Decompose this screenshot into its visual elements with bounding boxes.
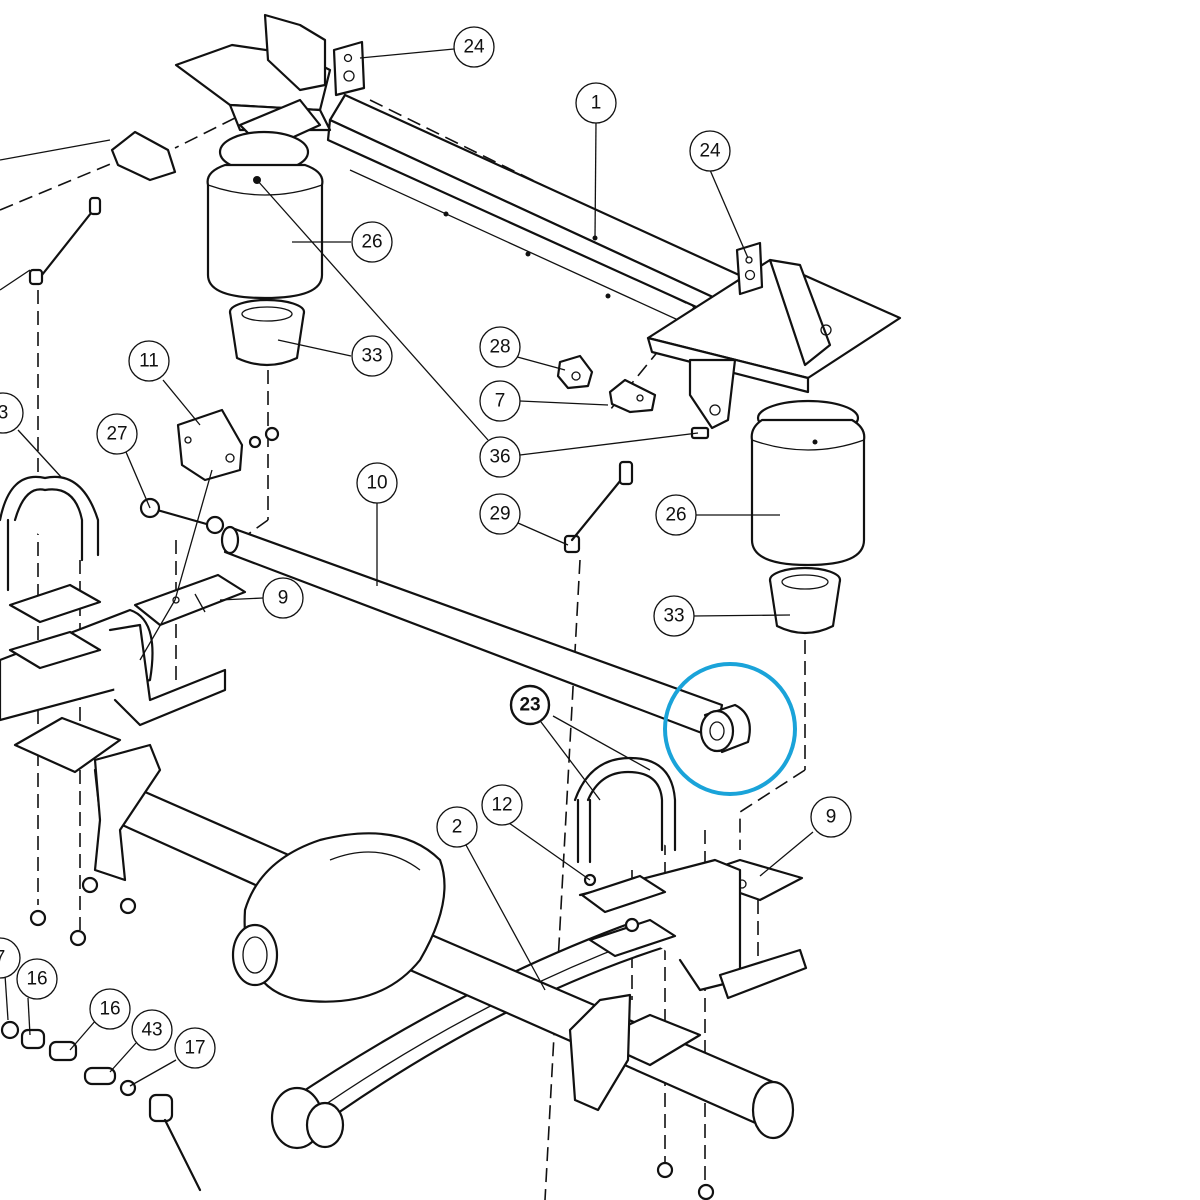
bracket-part-11: [176, 408, 280, 482]
callout-label: 43: [141, 1020, 162, 1041]
bolt-part-27: [139, 497, 225, 535]
callout-7: 7: [479, 380, 521, 422]
callout-16-left: 16: [16, 958, 58, 1000]
leaf-spring-left: [0, 608, 227, 727]
bump-stop-left: [228, 298, 306, 367]
mounting-plate-top: [332, 40, 366, 97]
callout-33-right: 33: [653, 595, 695, 637]
air-spring-left: [206, 130, 324, 300]
bracket-part-28: [556, 354, 594, 390]
leader-lines: [0, 48, 814, 1087]
callout-9-right: 9: [810, 796, 852, 838]
callout-43: 43: [131, 1009, 173, 1051]
bracket-part-7: [608, 378, 657, 414]
callout-label: 16: [99, 999, 120, 1020]
callout-label: 33: [663, 606, 684, 627]
callout-24-top: 24: [453, 26, 495, 68]
callout-label: 17: [184, 1038, 205, 1059]
callout-label: 26: [665, 505, 686, 526]
callout-label: 11: [139, 351, 159, 372]
callout-label: 29: [489, 504, 510, 525]
end-link-left: [28, 196, 102, 286]
bracket-part-upper-left: [110, 130, 177, 182]
u-bolt-left: [0, 475, 100, 592]
callout-24-right: 24: [689, 130, 731, 172]
air-spring-right: [750, 399, 866, 567]
callout-label: 26: [361, 232, 382, 253]
callout-label: 9: [278, 588, 289, 609]
callout-29: 29: [479, 493, 521, 535]
callout-label: 28: [489, 337, 510, 358]
callout-2: 2: [436, 806, 478, 848]
nuts-and-bushings: [0, 873, 715, 1200]
callout-26-right: 26: [655, 494, 697, 536]
callout-36: 36: [479, 436, 521, 478]
callout-label: 24: [699, 141, 721, 162]
upper-crossmember: [174, 13, 902, 430]
panhard-rod: [220, 525, 751, 754]
callout-label: 1: [591, 93, 602, 114]
callout-label: 9: [826, 807, 837, 828]
callout-26-left: 26: [351, 221, 393, 263]
callout-10: 10: [356, 462, 398, 504]
callout-16-right: 16: [89, 988, 131, 1030]
callout-1: 1: [575, 82, 617, 124]
callout-label: 33: [361, 346, 382, 367]
callout-label: 3: [0, 403, 8, 424]
highlight-ring: [663, 662, 797, 796]
axle-housing: [13, 716, 795, 1140]
callout-17: 17: [174, 1027, 216, 1069]
callout-label: 10: [366, 473, 387, 494]
callout-label: 7: [495, 391, 506, 412]
callout-label: 2: [452, 817, 463, 838]
callout-label: 7: [0, 948, 5, 969]
callout-12: 12: [481, 784, 523, 826]
callout-7-lower: 7: [0, 937, 21, 979]
callout-label: 36: [489, 447, 510, 468]
u-bolt-right: [573, 756, 677, 864]
spacer-pads: [8, 583, 677, 958]
callout-27: 27: [96, 413, 138, 455]
callout-23: 23: [509, 684, 551, 726]
callout-11: 11: [128, 340, 170, 382]
callout-3: 3: [0, 392, 24, 434]
callout-33-left: 33: [351, 335, 393, 377]
callout-label: 24: [463, 37, 485, 58]
end-link-part-29: [563, 460, 634, 554]
callout-label: 23: [519, 695, 540, 716]
mounting-plate-right: [735, 241, 764, 296]
callout-9-left: 9: [262, 577, 304, 619]
bolt-part-36: [690, 426, 710, 440]
callout-label: 12: [491, 795, 512, 816]
callout-28: 28: [479, 326, 521, 368]
bump-stop-right: [768, 566, 842, 635]
callout-label: 27: [106, 424, 127, 445]
callout-label: 16: [26, 969, 47, 990]
